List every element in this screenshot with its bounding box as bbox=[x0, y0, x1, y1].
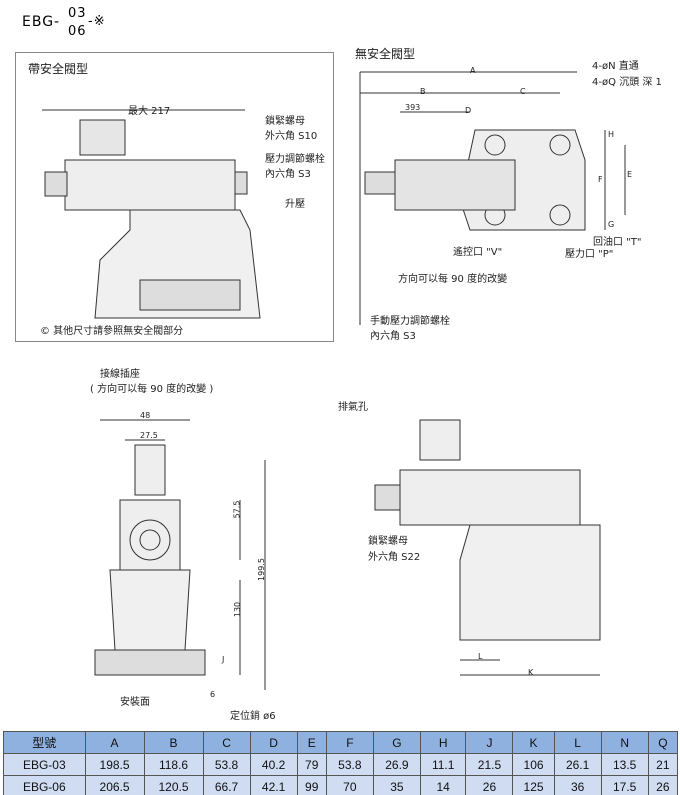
side-locknut-label: 鎖緊螺母 bbox=[368, 536, 408, 547]
dim-d: D bbox=[465, 106, 472, 115]
table-cell: 198.5 bbox=[84, 753, 145, 776]
model-suffix: -※ bbox=[88, 14, 106, 29]
column-header: G bbox=[372, 731, 421, 754]
column-header: Q bbox=[647, 731, 679, 754]
table-cell: 70 bbox=[325, 775, 374, 795]
adjust-screw-size: 內六角 S3 bbox=[265, 169, 311, 180]
table-cell: EBG-06 bbox=[3, 775, 86, 795]
table-cell: 42.1 bbox=[249, 775, 298, 795]
column-header: J bbox=[465, 731, 514, 754]
column-header: B bbox=[143, 731, 204, 754]
column-header: H bbox=[419, 731, 467, 754]
dim-c: C bbox=[520, 87, 526, 96]
relief-type-drawing bbox=[42, 109, 261, 319]
table-cell: 40.2 bbox=[249, 753, 298, 776]
dim-199-5: 199.5 bbox=[256, 558, 266, 581]
column-header: E bbox=[296, 731, 327, 754]
table-cell: 21 bbox=[647, 753, 679, 776]
no-relief-heading: 無安全閥型 bbox=[355, 47, 416, 61]
table-cell: 120.5 bbox=[143, 775, 204, 795]
table-cell: 14 bbox=[419, 775, 467, 795]
relief-valve-panel bbox=[15, 52, 334, 342]
table-cell: 35 bbox=[372, 775, 421, 795]
table-cell: 26 bbox=[465, 775, 514, 795]
table-cell: 26.9 bbox=[372, 753, 421, 776]
side-view-drawing bbox=[374, 419, 601, 676]
dim-130: 130 bbox=[233, 601, 243, 618]
column-header: C bbox=[202, 731, 251, 754]
technical-drawings bbox=[42, 71, 626, 690]
table-cell: 26.1 bbox=[553, 753, 602, 776]
port-p: 壓力口 "P" bbox=[565, 249, 614, 260]
no-relief-drawing bbox=[359, 71, 626, 325]
port-t: 回油口 "T" bbox=[593, 237, 642, 248]
model-title: EBG- 03 06 -※ bbox=[22, 6, 105, 39]
table-cell: 125 bbox=[512, 775, 555, 795]
locknut-size: 外六角 S10 bbox=[265, 131, 318, 142]
connector-label: 接線插座 bbox=[100, 369, 140, 380]
connector-note: ( 方向可以每 90 度的改變 ) bbox=[90, 384, 214, 395]
table-cell: 106 bbox=[512, 753, 555, 776]
vent-label: 排氣孔 bbox=[338, 402, 368, 413]
model-sup: 03 bbox=[68, 6, 87, 21]
table-cell: 66.7 bbox=[202, 775, 251, 795]
dim-393: 393 bbox=[405, 103, 421, 112]
dim-b: B bbox=[420, 87, 426, 96]
table-cell: 99 bbox=[296, 775, 327, 795]
column-header: D bbox=[249, 731, 298, 754]
dim-48: 48 bbox=[140, 411, 151, 420]
dim-f: F bbox=[598, 175, 603, 184]
table-cell: EBG-03 bbox=[3, 753, 86, 776]
table-cell: 53.8 bbox=[325, 753, 374, 776]
table-cell: 118.6 bbox=[143, 753, 204, 776]
port-v: 遙控口 "V" bbox=[453, 247, 503, 258]
dim-a: A bbox=[470, 66, 476, 75]
holes-n: 4-øN 直通 bbox=[592, 61, 639, 72]
locating-pin-label: 定位銷 ø6 bbox=[230, 711, 276, 722]
column-header: N bbox=[600, 731, 649, 754]
table-cell: 13.5 bbox=[600, 753, 649, 776]
holes-q: 4-øQ 沉頭 深 1 bbox=[592, 77, 662, 88]
dim-l: L bbox=[478, 652, 483, 661]
column-header: F bbox=[325, 731, 374, 754]
dim-j: J bbox=[222, 655, 225, 664]
max-dimension: 最大 217 bbox=[128, 106, 171, 117]
adjust-screw-label: 壓力調節螺栓 bbox=[265, 154, 325, 165]
model-base: EBG- bbox=[22, 14, 61, 30]
dim-57-5: 57.5 bbox=[232, 500, 242, 519]
front-view-drawing bbox=[94, 419, 266, 690]
column-header: A bbox=[84, 731, 145, 754]
manual-screw-size: 內六角 S3 bbox=[370, 331, 416, 342]
dim-h: H bbox=[608, 130, 615, 139]
column-header: K bbox=[512, 731, 555, 754]
table-cell: 79 bbox=[296, 753, 327, 776]
model-sub: 06 bbox=[68, 24, 87, 39]
table-cell: 206.5 bbox=[84, 775, 145, 795]
column-header: 型號 bbox=[3, 731, 86, 754]
relief-heading: 帶安全閥型 bbox=[28, 62, 89, 76]
table-cell: 11.1 bbox=[419, 753, 467, 776]
dim-e: E bbox=[627, 170, 633, 179]
column-header: L bbox=[553, 731, 602, 754]
table-cell: 26 bbox=[647, 775, 679, 795]
dim-g: G bbox=[608, 220, 615, 229]
side-locknut-size: 外六角 S22 bbox=[368, 552, 421, 563]
table-cell: 36 bbox=[553, 775, 602, 795]
manual-screw-label: 手動壓力調節螺栓 bbox=[370, 316, 450, 327]
rotate-note: 方向可以每 90 度的改變 bbox=[398, 274, 508, 285]
table-cell: 17.5 bbox=[600, 775, 649, 795]
dim-6: 6 bbox=[210, 690, 216, 699]
table-cell: 53.8 bbox=[202, 753, 251, 776]
other-dims-note: © 其他尺寸請參照無安全閥部分 bbox=[40, 326, 184, 337]
dim-27-5: 27.5 bbox=[140, 431, 158, 440]
dim-k: K bbox=[528, 668, 534, 677]
table-cell: 21.5 bbox=[465, 753, 514, 776]
locknut-label: 鎖緊螺母 bbox=[265, 116, 305, 127]
raise-pressure-label: 升壓 bbox=[285, 199, 305, 210]
mounting-face-label: 安裝面 bbox=[120, 697, 150, 708]
